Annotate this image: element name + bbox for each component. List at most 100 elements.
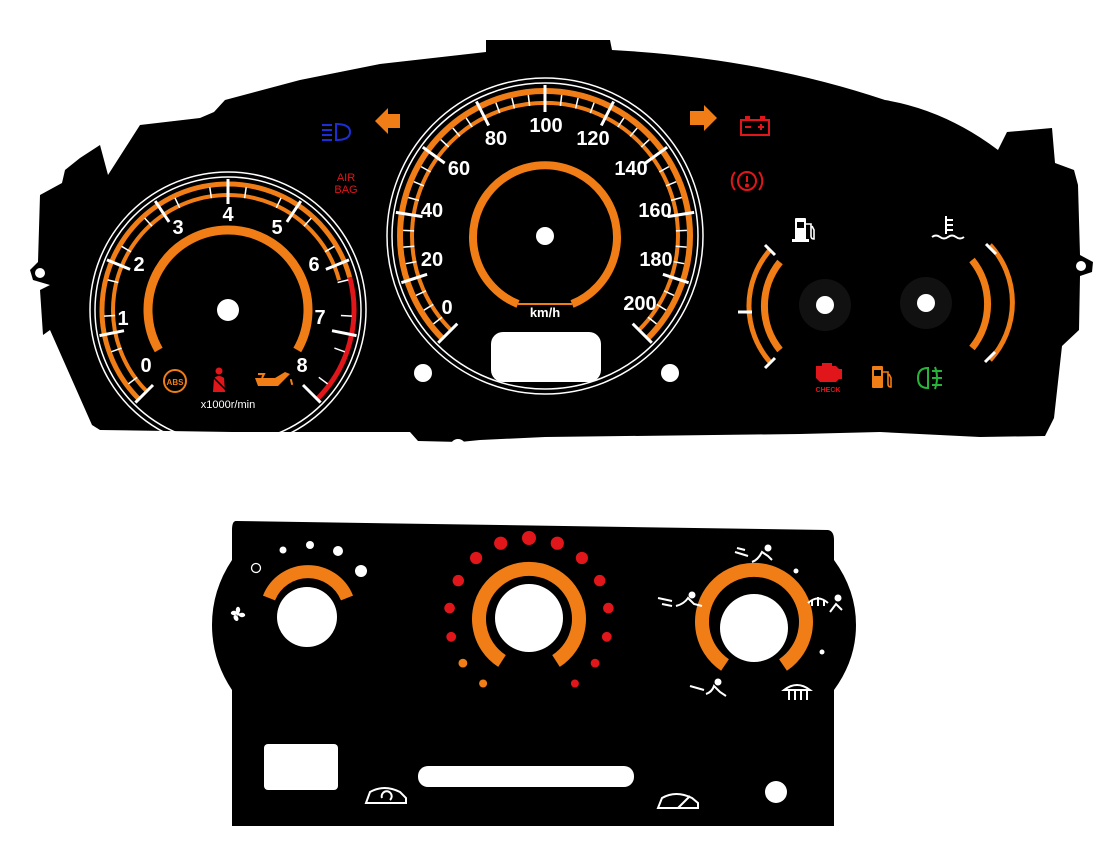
speedometer-major-tick: [599, 100, 615, 127]
speedometer-number-20: 20: [421, 249, 443, 271]
speedometer-minor-tick: [673, 260, 685, 265]
speedometer-minor-tick: [433, 316, 443, 325]
brake-warning-icon: [730, 171, 764, 191]
fan-speed-knob-arc: [262, 565, 354, 601]
fuel-gauge-hub: [816, 296, 834, 314]
tachometer-major-tick: [153, 200, 171, 223]
speedometer-minor-tick: [423, 303, 434, 311]
speedometer-major-tick: [437, 322, 459, 344]
speedometer-major-tick: [395, 210, 423, 219]
speedometer-minor-tick: [658, 165, 670, 173]
tachometer-minor-tick: [318, 376, 329, 385]
speedometer-ring-inner: [391, 82, 699, 390]
air-mode-knob-arc: [695, 562, 813, 671]
tachometer-minor-tick: [144, 217, 153, 227]
tachometer-scale-band-outer: [99, 181, 353, 401]
fan-speed-dot-1: [279, 546, 287, 554]
low-fuel-icon: [872, 366, 892, 388]
fan-speed-dot-2: [306, 541, 314, 549]
speedometer-minor-tick: [675, 245, 687, 248]
seatbelt-icon: [212, 367, 227, 392]
tachometer-major-tick: [134, 383, 155, 404]
speedometer-minor-tick: [647, 316, 657, 325]
speedometer-minor-tick: [420, 165, 432, 173]
air-mode-knob-cap[interactable]: [720, 594, 788, 662]
tachometer-unit-label: x1000r/min: [201, 399, 255, 411]
temperature-knob[interactable]: [472, 561, 586, 667]
tachometer-minor-tick: [127, 376, 138, 385]
temperature-gauge: [900, 216, 1015, 364]
tachometer-major-tick: [301, 383, 322, 404]
turn-signal-left-icon: [375, 108, 400, 134]
speedometer-minor-tick: [511, 97, 516, 109]
tachometer-redline-band: [315, 276, 357, 401]
odometer-window: [491, 332, 601, 382]
tachometer-minor-tick: [334, 347, 346, 353]
speedometer-ring-outer: [386, 77, 704, 395]
fuel-gauge-tick-full: [763, 243, 777, 257]
tachometer-minor-tick: [340, 314, 352, 317]
check-engine-label: CHECK: [816, 387, 841, 394]
temperature-gauge-arc-inner: [969, 257, 992, 351]
temperature-scale-dot: [458, 658, 468, 668]
speedometer-number-140: 140: [614, 158, 647, 180]
speedometer-minor-tick: [440, 139, 450, 148]
speedometer-major-tick: [644, 145, 669, 165]
climate-panel-face: [212, 521, 856, 826]
temperature-scale-dot: [594, 574, 606, 587]
fog-light-icon: [916, 366, 942, 390]
fan-speed-knob-cap[interactable]: [277, 587, 337, 647]
tachometer-number-7: 7: [314, 307, 325, 329]
speedometer-numbers: 0 20 40 60 80 100 120 140 160 180 200: [421, 115, 673, 319]
air-mode-dot-1: [793, 568, 799, 574]
temperature-scale-dot: [479, 679, 488, 688]
oil-pressure-icon: [255, 372, 293, 386]
temperature-gauge-hub: [917, 294, 935, 312]
temperature-scale-dot: [494, 536, 508, 550]
recirculation-slider-track[interactable]: [418, 766, 634, 787]
fan-speed-dots: [250, 541, 367, 577]
tachometer-number-2: 2: [133, 254, 144, 276]
tachometer-minor-tick: [324, 245, 335, 253]
speedometer-major-tick: [400, 272, 428, 285]
fan-speed-dot-off: [250, 562, 262, 574]
speedometer-number-40: 40: [421, 200, 443, 222]
tachometer-number-4: 4: [222, 204, 234, 226]
instrument-cluster-overlay: 0 1 2 3 4 5 6 7 8 x1000r/min ABS: [30, 40, 1093, 455]
speedometer-minor-tick: [465, 117, 473, 128]
air-mode-knob[interactable]: [695, 562, 813, 671]
speedometer-minor-tick: [640, 139, 650, 148]
temperature-scale-dot: [470, 551, 483, 565]
cluster-face: [30, 40, 1093, 442]
headlight-high-beam-icon: [322, 122, 352, 142]
tachometer-major-tick: [106, 258, 131, 271]
speedometer-minor-tick: [559, 94, 563, 106]
temperature-knob-cap[interactable]: [495, 584, 563, 652]
tachometer-scale: [99, 179, 357, 404]
tachometer-number-5: 5: [271, 217, 282, 239]
display-window: [264, 744, 338, 790]
speedometer-number-60: 60: [448, 158, 470, 180]
tachometer-numbers: 0 1 2 3 4 5 6 7 8: [117, 204, 325, 377]
speedometer-major-tick: [662, 272, 690, 285]
temperature-scale-dot: [444, 602, 455, 614]
tachometer-ring-outer: [89, 171, 367, 449]
fan-speed-dot-3: [333, 546, 343, 556]
tachometer-major-tick: [331, 329, 357, 338]
fan-speed-dot-4: [355, 565, 367, 577]
bi-level-icon: [657, 591, 703, 607]
speedometer-unit-label: km/h: [530, 305, 560, 320]
speedometer-minor-tick: [617, 117, 625, 128]
tachometer-inner-arc: [143, 225, 313, 353]
notch-1: [450, 439, 466, 455]
speedometer-inner-arc: [469, 161, 621, 308]
tachometer-needle-hub: [217, 299, 239, 321]
fan-speed-knob[interactable]: [262, 565, 354, 647]
notch-2: [630, 439, 646, 455]
speedometer-minor-tick: [574, 97, 579, 109]
speedometer-minor-tick: [656, 303, 667, 311]
speedometer-minor-tick: [403, 229, 415, 232]
temperature-scale-dot: [603, 602, 614, 614]
speedometer-needle-hub: [536, 227, 554, 245]
